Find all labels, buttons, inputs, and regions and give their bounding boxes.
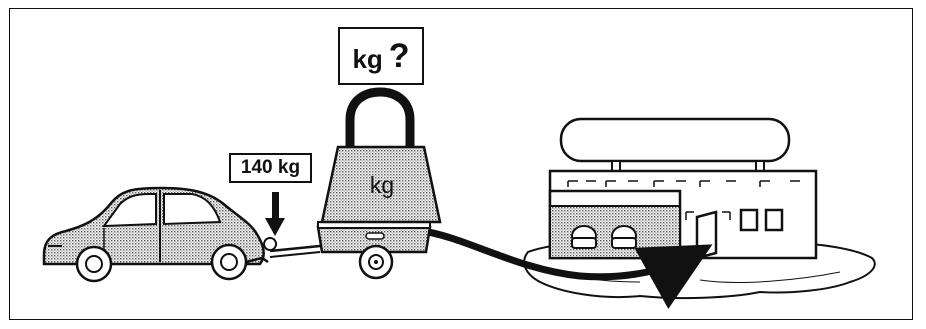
tongue-load-label: 140 kg — [229, 153, 312, 183]
weight-unit-label: kg — [369, 172, 395, 198]
question-unit: kg — [352, 43, 383, 74]
diagram-frame — [9, 8, 913, 320]
question-mark: ? — [388, 36, 410, 75]
trailer-icon — [263, 221, 432, 280]
arrow-down-icon — [265, 192, 285, 236]
weight-icon — [320, 87, 442, 224]
curved-arrow-icon — [427, 228, 713, 309]
car-icon — [42, 186, 269, 283]
unknown-weight-box: kg ? — [338, 27, 424, 85]
building-icon — [523, 117, 876, 300]
